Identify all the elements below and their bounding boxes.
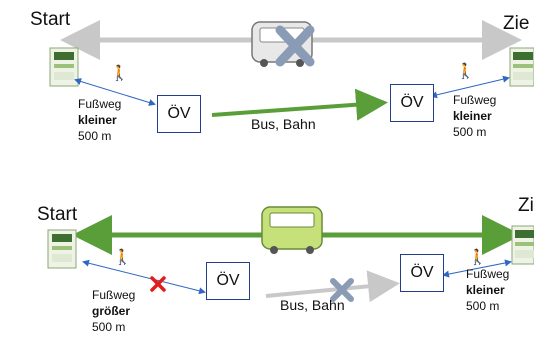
top-ziel-stop-sign-icon	[509, 47, 534, 87]
top-ziel-label: Zie	[503, 13, 530, 34]
bottom-bus-icon	[261, 206, 323, 254]
top-start-label: Start	[30, 9, 71, 30]
bottom-left-walk-line3: 500 m	[92, 320, 126, 334]
top-left-walk-arrow	[74, 78, 156, 106]
top-start-stop-sign-icon	[49, 47, 79, 87]
top-right-walk-arrow	[430, 75, 510, 99]
top-right-ov-box: ÖV	[390, 84, 434, 122]
bottom-right-walk-line2: kleiner	[466, 283, 505, 297]
bottom-transit-arrow	[265, 270, 400, 303]
top-left-walk-line1: Fußweg	[78, 97, 122, 111]
top-left-walk-line2: kleiner	[78, 113, 117, 127]
top-right-walk-line3: 500 m	[453, 125, 487, 139]
bottom-red-x-mark-icon	[150, 276, 166, 292]
top-x-mark-icon	[275, 25, 315, 67]
bottom-right-walk-arrow	[442, 259, 512, 278]
top-right-walk-line1: Fußweg	[453, 93, 497, 107]
bottom-right-ov-box: ÖV	[400, 254, 444, 292]
top-left-ov-box: ÖV	[157, 95, 201, 133]
top-right-walking-person-icon: 🚶	[456, 63, 475, 80]
top-right-walk-line2: kleiner	[453, 109, 492, 123]
bottom-ziel-stop-sign-icon	[511, 225, 534, 265]
bottom-x-mark-icon	[330, 278, 354, 302]
bottom-right-walk-line3: 500 m	[466, 299, 500, 313]
bottom-right-walking-person-icon: 🚶	[468, 249, 487, 266]
top-transit-arrow	[211, 88, 388, 121]
bottom-left-ov-box: ÖV	[206, 262, 250, 300]
bottom-start-label: Start	[37, 204, 78, 225]
bottom-left-walking-person-icon: 🚶	[113, 249, 132, 266]
top-left-walk-line3: 500 m	[78, 129, 112, 143]
top-left-walking-person-icon: 🚶	[110, 65, 129, 82]
bottom-start-stop-sign-icon	[47, 229, 77, 269]
bottom-bus-bahn-label: Bus, Bahn	[280, 297, 345, 313]
bottom-left-walk-line2: größer	[92, 304, 131, 318]
bottom-ziel-label: Zi	[518, 195, 534, 216]
bottom-left-walk-line1: Fußweg	[92, 288, 136, 302]
bottom-left-walk-arrow	[82, 259, 206, 295]
bottom-right-walk-line1: Fußweg	[466, 267, 510, 281]
top-bus-bahn-label: Bus, Bahn	[251, 116, 316, 132]
